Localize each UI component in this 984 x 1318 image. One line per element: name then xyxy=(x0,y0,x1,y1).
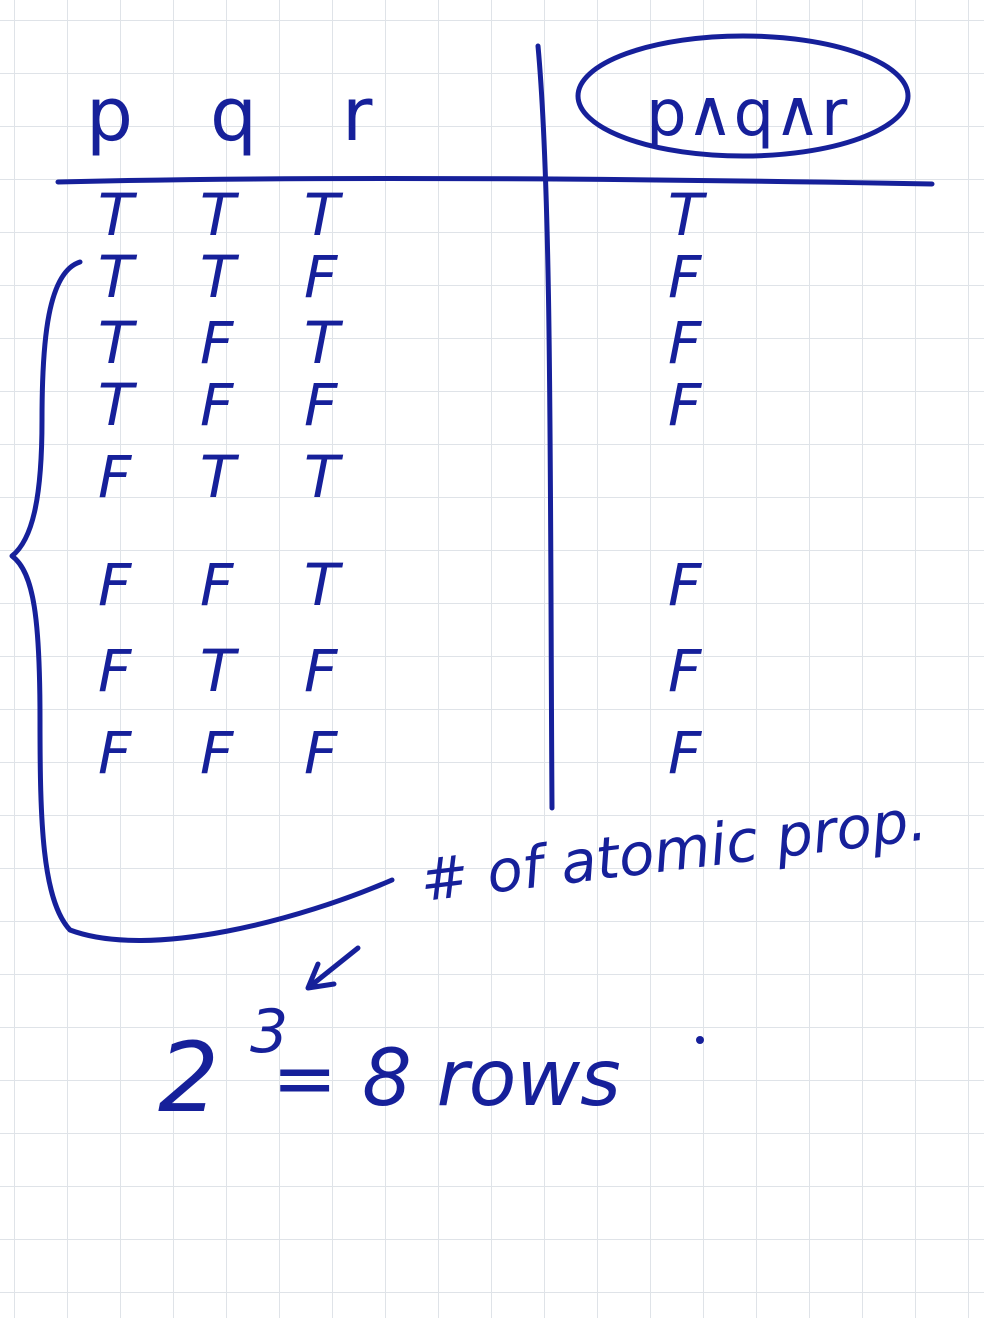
cell-q-row-2: T xyxy=(200,243,236,311)
header-rule xyxy=(55,175,935,187)
cell-q-row-5: T xyxy=(200,443,236,511)
cell-r-row-8: F xyxy=(304,719,338,787)
cell-result-row-3: F xyxy=(668,309,702,377)
cell-r-row-3: T xyxy=(304,309,340,377)
cell-r-row-4: F xyxy=(304,371,338,439)
cell-r-row-2: F xyxy=(304,243,338,311)
rows-equation: = 8 rows xyxy=(272,1034,621,1124)
cell-q-row-7: T xyxy=(200,637,236,705)
cell-p-row-7: F xyxy=(98,637,132,705)
rows-curly-brace xyxy=(9,259,395,943)
arrow-to-exponent xyxy=(305,945,361,991)
cell-p-row-3: T xyxy=(98,309,134,377)
cell-r-row-1: T xyxy=(304,181,340,249)
result-header-ellipse xyxy=(575,33,911,159)
column-separator xyxy=(535,43,555,811)
cell-result-row-1: T xyxy=(668,181,704,249)
power-base: 2 xyxy=(158,1022,220,1134)
cell-q-row-1: T xyxy=(200,181,236,249)
cell-result-row-4: F xyxy=(668,371,702,439)
cell-result-row-7: F xyxy=(668,637,702,705)
ink-dot xyxy=(696,1036,704,1044)
cell-q-row-6: F xyxy=(200,551,234,619)
cell-result-row-2: F xyxy=(668,243,702,311)
power-exponent: 3 xyxy=(250,997,289,1067)
cell-q-row-8: F xyxy=(200,719,234,787)
header-p: p xyxy=(86,72,133,158)
header-r: r xyxy=(342,72,373,158)
cell-result-row-6: F xyxy=(668,551,702,619)
header-q: q xyxy=(210,72,257,158)
cell-p-row-8: F xyxy=(98,719,132,787)
cell-r-row-6: T xyxy=(304,551,340,619)
cell-p-row-1: T xyxy=(98,181,134,249)
cell-r-row-7: F xyxy=(304,637,338,705)
cell-p-row-2: T xyxy=(98,243,134,311)
cell-q-row-4: F xyxy=(200,371,234,439)
cell-p-row-5: F xyxy=(98,443,132,511)
cell-r-row-5: T xyxy=(304,443,340,511)
cell-p-row-6: F xyxy=(98,551,132,619)
header-result: p∧q∧r xyxy=(646,77,848,151)
cell-result-row-8: F xyxy=(668,719,702,787)
cell-q-row-3: F xyxy=(200,309,234,377)
cell-p-row-4: T xyxy=(98,371,134,439)
